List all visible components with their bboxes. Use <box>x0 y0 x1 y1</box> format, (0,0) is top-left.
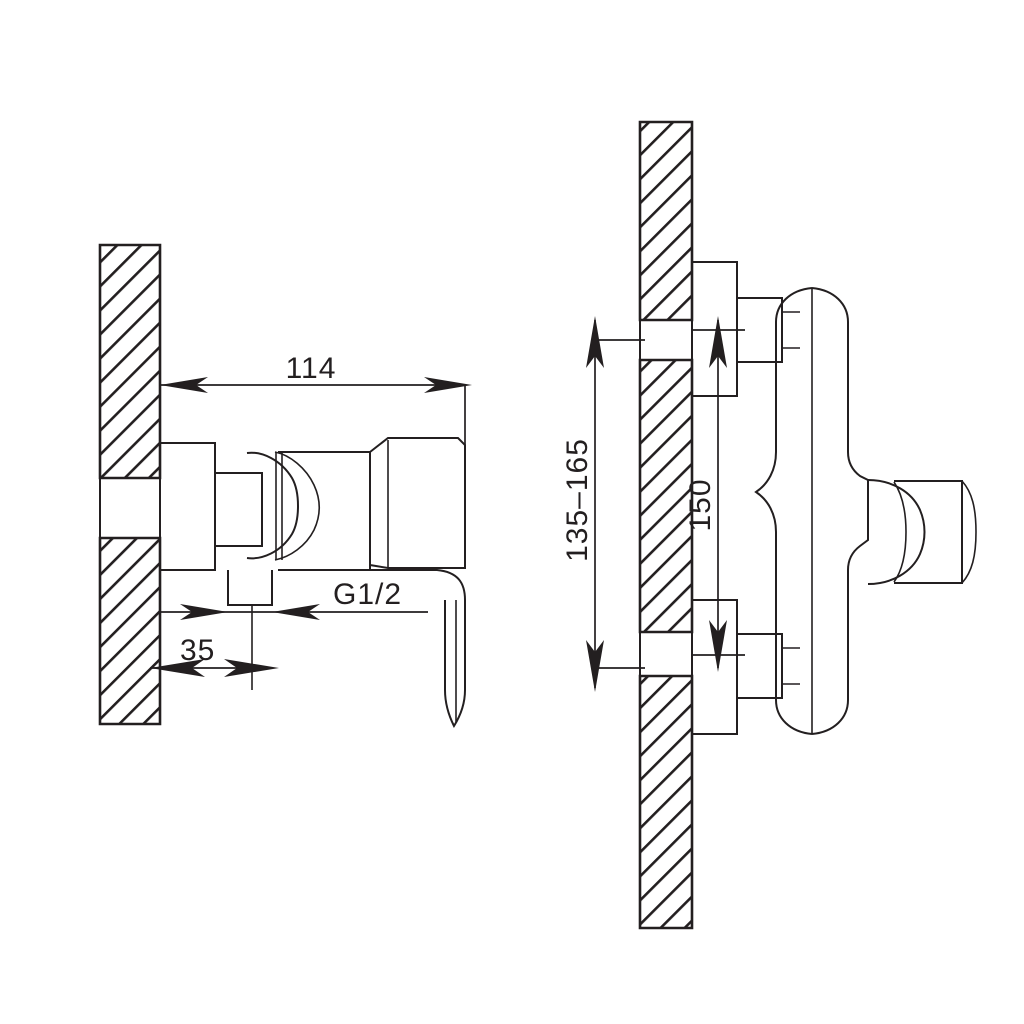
dim-135-165-label: 135–165 <box>561 438 594 562</box>
dim-135-165-arrow-bottom <box>586 640 604 692</box>
front-view-handle-cylinder-end <box>961 480 977 584</box>
front-view-upper-flange <box>692 261 738 397</box>
dim-114-arrow-left <box>160 377 208 393</box>
side-view-handle-lever <box>370 569 466 729</box>
front-view-body-right-profile <box>811 287 869 735</box>
front-view-group: 135–165 150 <box>561 120 977 930</box>
front-view-handle-cylinder <box>894 480 963 584</box>
dim-114-label: 114 <box>286 352 337 385</box>
dim-35-label: 35 <box>180 634 215 667</box>
front-view-lower-flange <box>692 599 738 735</box>
side-view-body-neck <box>214 472 263 547</box>
dim-135-165-arrow-top <box>586 316 604 368</box>
dim-35-arrow-left <box>150 659 205 677</box>
dim-150-label: 150 <box>684 478 717 531</box>
side-view-cartridge-cap-inner <box>274 451 321 561</box>
front-view-lower-nipple <box>737 633 783 699</box>
dimension-g12: G1/2 <box>160 578 428 620</box>
dim-150-arrow-bottom <box>709 620 727 672</box>
dim-g12-arrow-right <box>272 604 320 620</box>
front-view-opening-lower <box>639 631 693 677</box>
dim-150-arrow-top <box>709 316 727 368</box>
dim-g12-arrow-left <box>180 604 228 620</box>
dim-114-arrow-right <box>424 377 472 393</box>
front-view-wall-hatch <box>640 122 692 928</box>
front-view-handle-cylinder-seam <box>893 481 907 583</box>
side-view-wall-opening <box>99 477 161 539</box>
dimension-135-165: 135–165 <box>561 316 645 692</box>
side-view-outlet-body <box>227 570 273 606</box>
dim-35-arrow-right <box>224 659 279 677</box>
front-view-upper-nipple <box>737 297 783 363</box>
front-view-body-left-profile <box>754 287 813 735</box>
dim-g12-label: G1/2 <box>333 578 402 611</box>
dimension-150: 150 <box>684 316 745 672</box>
dimension-114: 114 <box>160 352 472 450</box>
side-view-cartridge-cap-outer <box>246 451 299 560</box>
front-view-handle-cap <box>867 479 926 585</box>
side-view-handle-hub <box>369 437 466 569</box>
dimension-35: 35 <box>150 634 279 677</box>
